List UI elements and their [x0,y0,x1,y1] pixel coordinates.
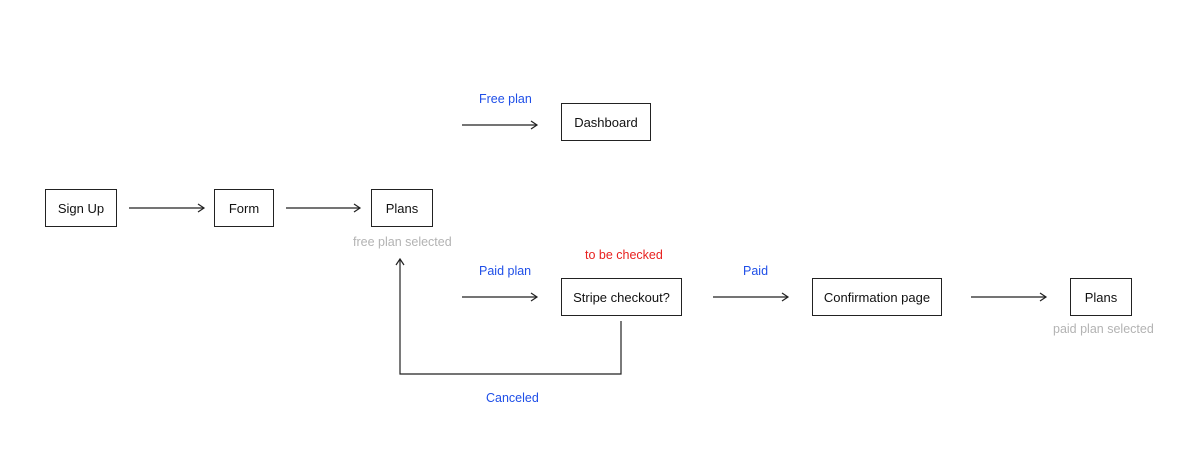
node-plans-final-label: Plans [1084,289,1118,305]
node-stripe-checkout: Stripe checkout? [561,278,682,316]
note-paid-plan-selected: paid plan selected [1053,322,1154,336]
node-sign-up-label: Sign Up [57,200,105,216]
node-plans-final: Plans [1070,278,1132,316]
note-to-be-checked: to be checked [585,248,663,262]
node-form: Form [214,189,274,227]
node-plans: Plans [371,189,433,227]
node-dashboard-label: Dashboard [574,114,638,130]
edge-label-paid-plan: Paid plan [479,264,532,278]
node-dashboard: Dashboard [561,103,651,141]
note-free-plan-selected: free plan selected [353,235,452,249]
node-stripe-checkout-label: Stripe checkout? [573,289,670,305]
edge-label-paid: Paid [743,264,769,278]
arrow-canceled-back-to-plans [395,257,622,375]
node-confirmation-page-label: Confirmation page [823,289,931,305]
node-plans-label: Plans [385,200,419,216]
node-form-label: Form [228,200,260,216]
node-sign-up: Sign Up [45,189,117,227]
edge-label-free-plan: Free plan [479,92,532,106]
edge-label-canceled: Canceled [486,391,539,405]
node-confirmation-page: Confirmation page [812,278,942,316]
